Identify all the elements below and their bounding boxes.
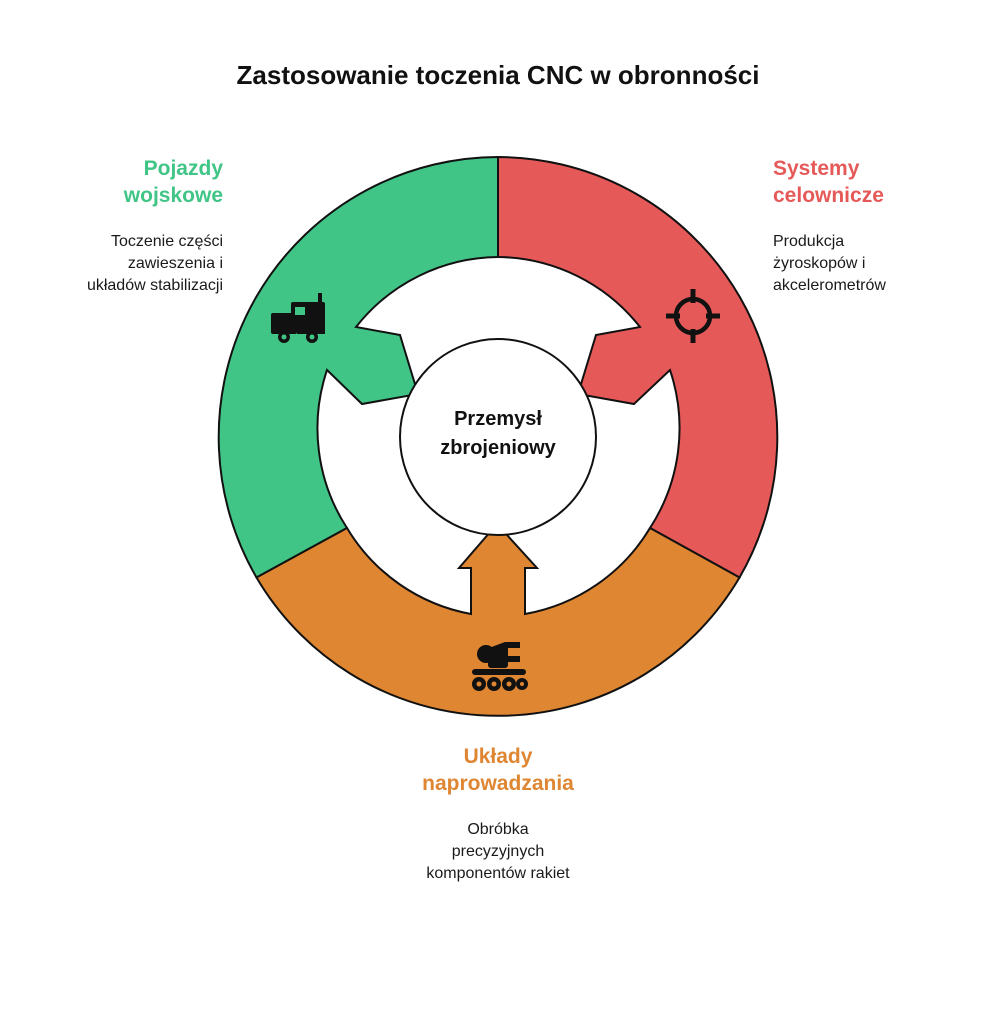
center-label-line2: zbrojeniowy [440,437,556,459]
robot-turret-icon [472,642,528,691]
center-hub [399,338,597,536]
segment-heading: Układy naprowadzania [422,745,574,795]
label-targeting-systems: Systemy celownicze Produkcja żyroskopów … [773,155,973,297]
segment-heading: Pojazdy wojskowe [123,157,223,207]
crosshair-icon [666,289,720,343]
segment-description: Obróbka precyzyjnych komponentów rakiet [426,821,570,882]
center-label: Przemysł zbrojeniowy [400,405,596,463]
segment-heading: Systemy celownicze [773,157,884,207]
center-label-line1: Przemysł [454,408,542,430]
segment-description: Produkcja żyroskopów i akcelerometrów [773,233,886,294]
military-vehicle-icon [271,293,325,343]
label-guidance-systems: Układy naprowadzania Obróbka precyzyjnyc… [348,743,648,885]
segment-guidance-systems [255,522,741,717]
segment-targeting-systems [497,155,779,579]
segment-military-vehicles [217,155,499,579]
segment-description: Toczenie części zawieszenia i układów st… [86,233,223,294]
diagram-title: Zastosowanie toczenia CNC w obronności [236,60,760,90]
label-military-vehicles: Pojazdy wojskowe Toczenie części zawiesz… [40,155,223,297]
